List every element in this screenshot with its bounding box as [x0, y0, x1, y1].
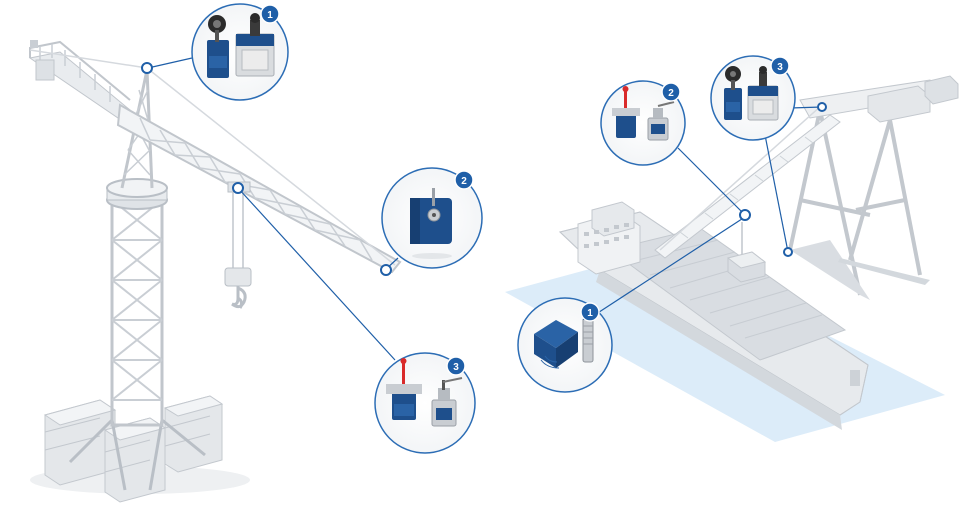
tower-crane-jib	[29, 49, 402, 309]
container-ship	[558, 201, 869, 430]
tower-crane	[28, 40, 402, 503]
limit-switch-pair-icon	[724, 66, 779, 121]
callout-badge-number: 2	[668, 88, 674, 99]
callout-badge-number: 1	[587, 308, 593, 319]
callout-badge-number: 3	[777, 62, 783, 73]
tower-crane-rotary-switch-callout[interactable]: 2	[381, 167, 483, 269]
callout-badge-number: 3	[453, 362, 459, 373]
callout-lines	[147, 57, 823, 361]
tower-crane-lever-switch-callout[interactable]: 3	[374, 352, 476, 454]
lever-limit-switch-pair-icon	[386, 358, 463, 427]
callout-anchor-points	[141, 62, 827, 276]
ship-crane-proximity-sensor-callout[interactable]: 1	[517, 297, 613, 393]
ship-loader-scene	[505, 75, 959, 442]
tower-crane-mast	[106, 69, 168, 427]
rotary-limit-switch-icon	[410, 188, 452, 259]
ship-crane-limit-switch-callout[interactable]: 3	[710, 55, 796, 141]
limit-switch-pair-icon	[207, 13, 275, 78]
ship-crane-lever-switch-callout[interactable]: 2	[600, 80, 686, 166]
callout-badge-number: 1	[267, 10, 273, 21]
tower-crane-base-blocks	[43, 395, 224, 503]
callout-badge-number: 2	[461, 176, 467, 187]
lever-limit-switch-pair-icon	[612, 86, 675, 141]
gantry-crane	[654, 75, 959, 300]
tower-crane-limit-switch-callout[interactable]: 1	[191, 3, 289, 101]
